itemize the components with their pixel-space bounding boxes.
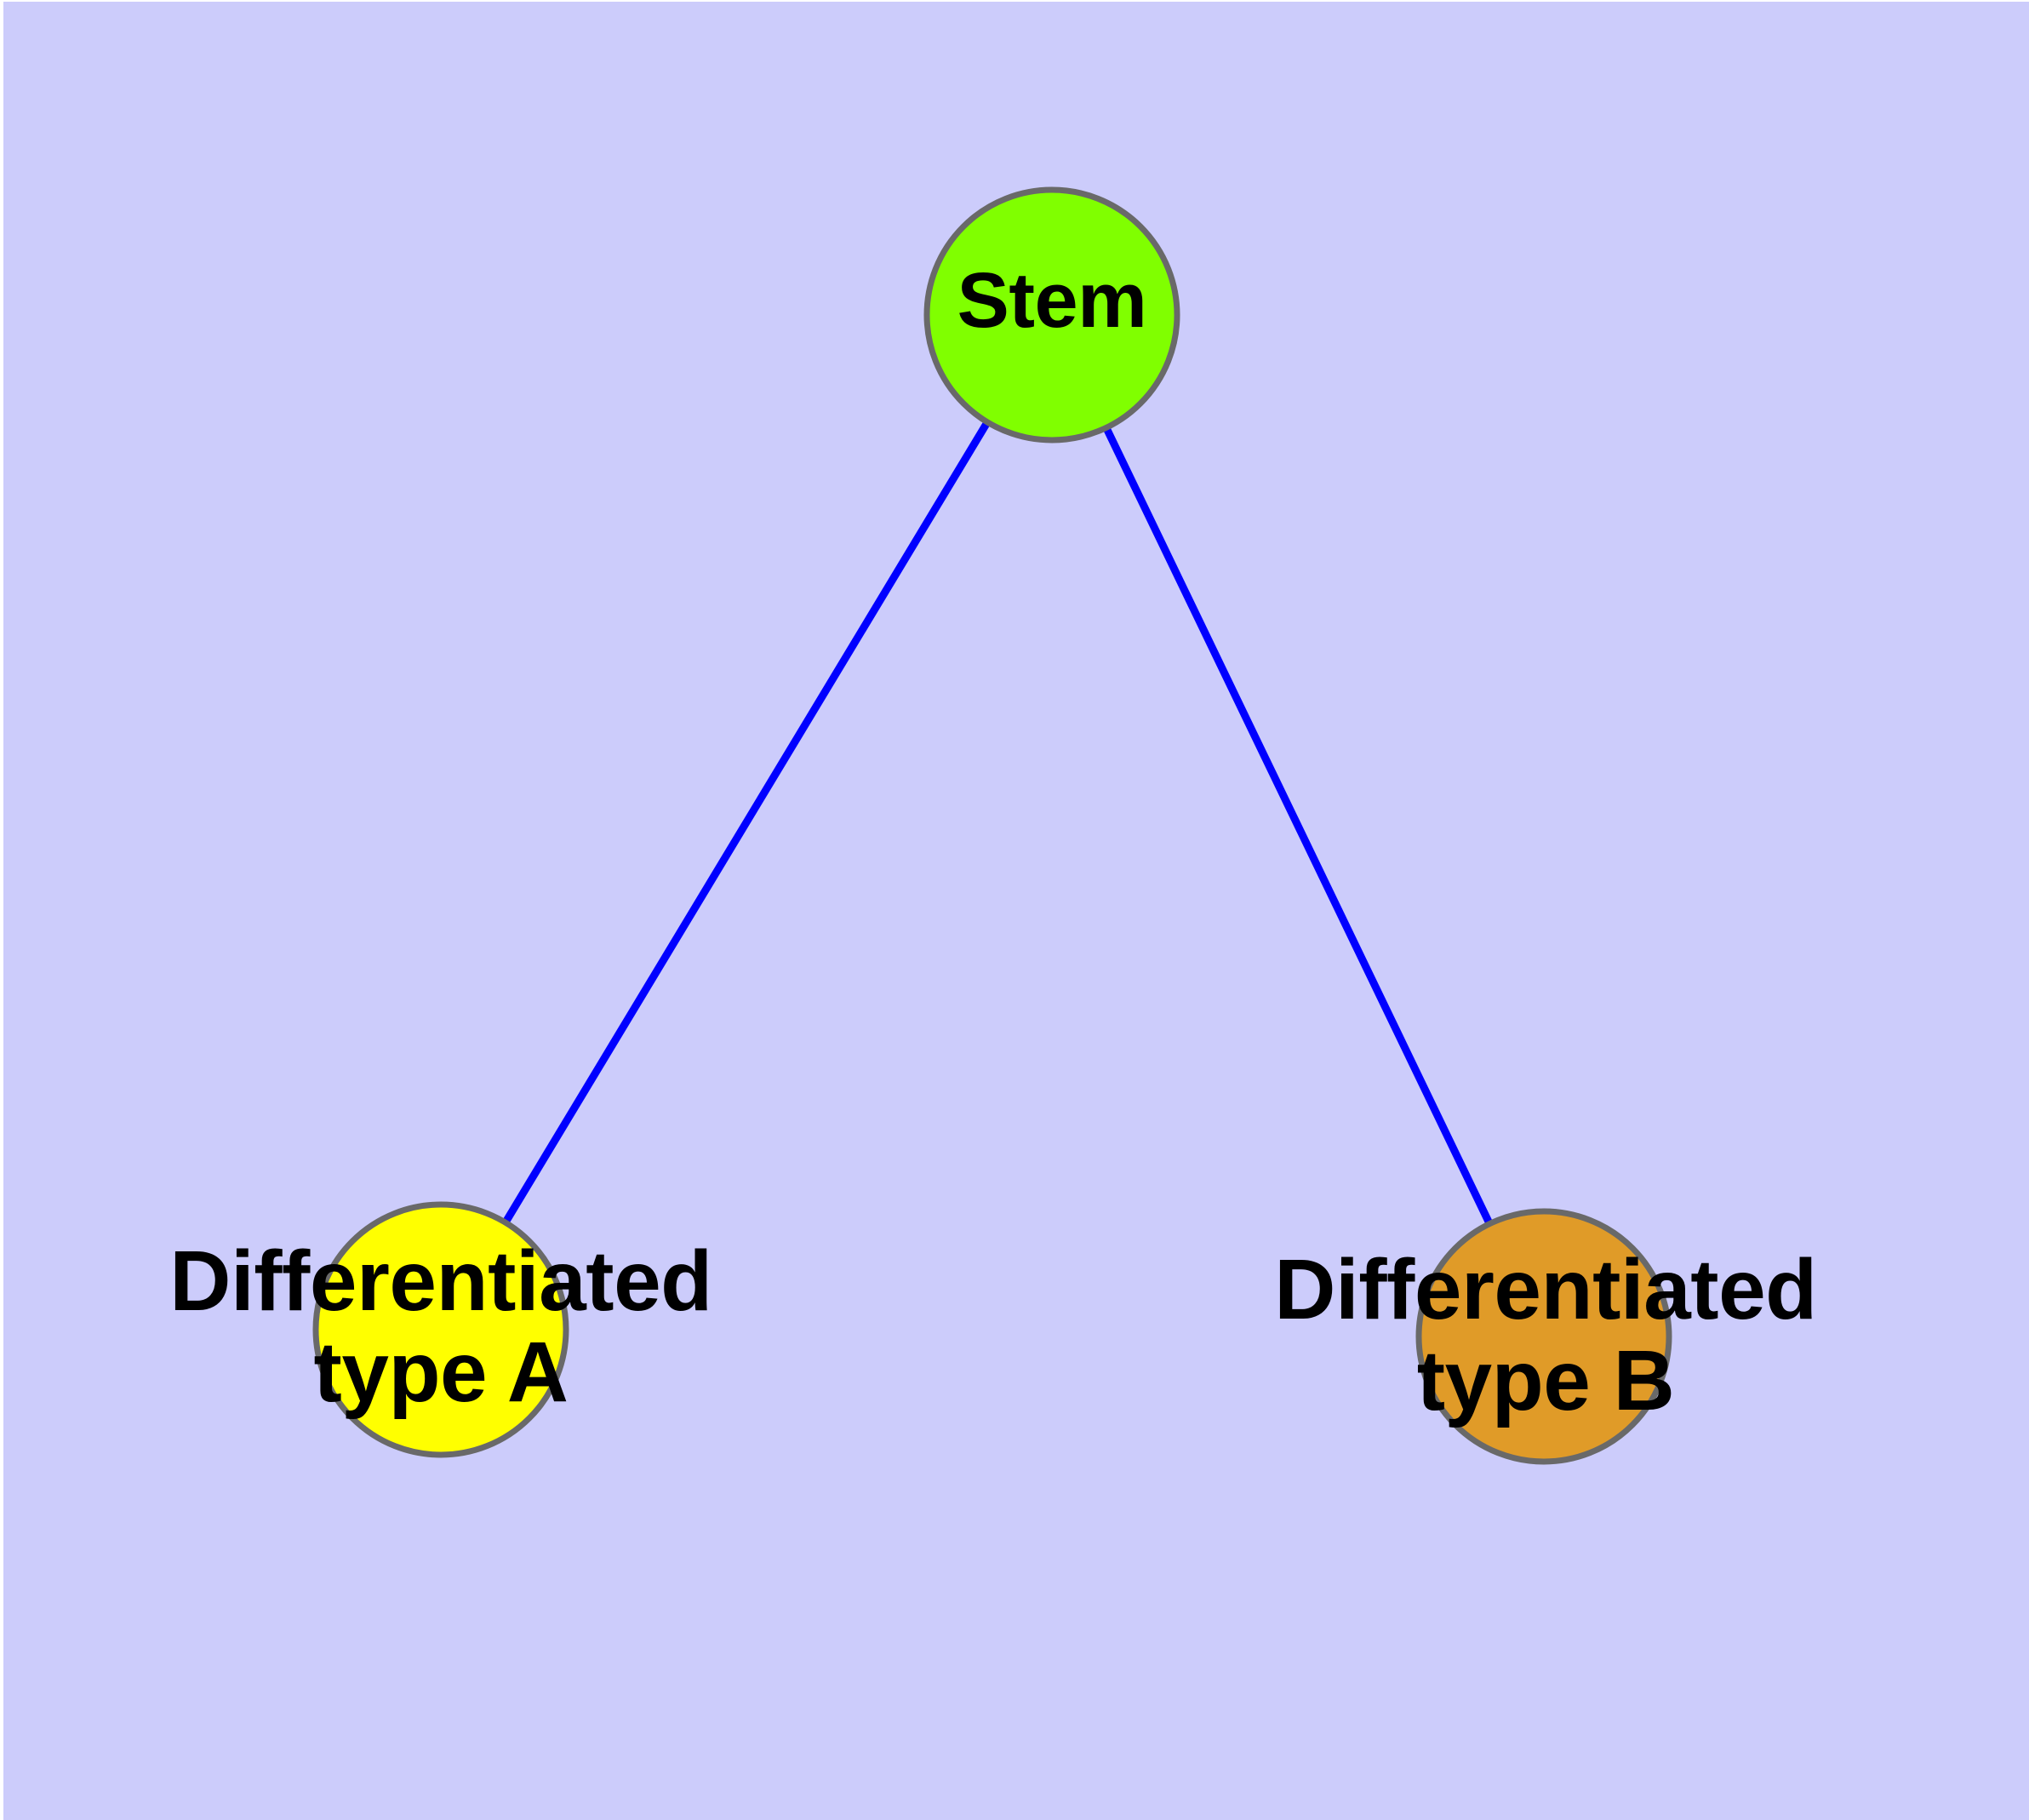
node-differentiated-type-b[interactable] [1415,1208,1672,1465]
edge-stem-to-differentiated-type-a [500,418,992,1227]
node-stem[interactable] [923,186,1180,444]
node-differentiated-type-a[interactable] [312,1201,569,1458]
edge-stem-to-differentiated-type-b [1101,423,1495,1228]
